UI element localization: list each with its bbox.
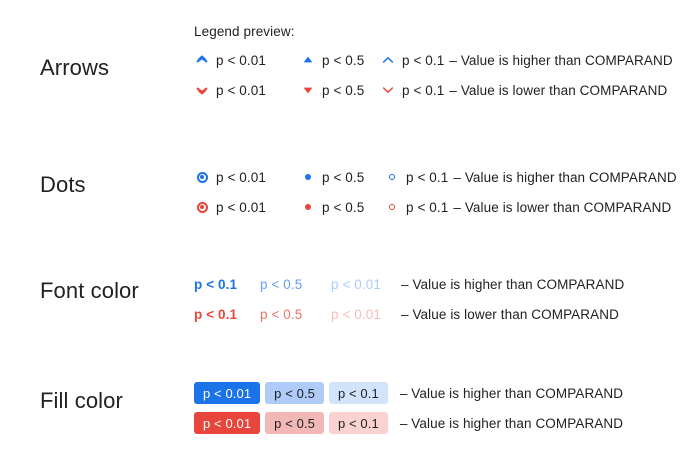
legend-item-label: p < 0.01 [216,169,266,185]
legend-chip-strong-higher[interactable]: p < 0.01 [194,382,261,404]
legend-row-description: – Value is lower than COMPARAND [453,199,672,215]
legend-item-label: p < 0.1 [402,52,445,68]
dot-filled-icon [300,169,316,185]
dots-row-higher: p < 0.01 p < 0.5 p < 0.1 – Value is high… [194,165,677,189]
font-color-row-lower: p < 0.1 p < 0.5 p < 0.01 – Value is lowe… [194,302,624,326]
dot-ring-filled-icon [194,169,210,185]
chevron-down-icon [380,82,396,98]
triangle-up-icon [300,52,316,68]
legend-item-label: p < 0.1 [402,82,445,98]
legend-chip-strong-lower[interactable]: p < 0.01 [194,412,261,434]
arrows-row-higher: p < 0.01 p < 0.5 [194,48,673,72]
legend-item-font-weak-lower[interactable]: p < 0.01 [331,306,381,322]
section-label-font-color: Font color [40,278,139,303]
legend-row-description: – Value is lower than COMPARAND [401,306,619,322]
legend-row-description: – Value is higher than COMPARAND [399,415,624,431]
dot-filled-icon [300,199,316,215]
double-chevron-down-icon [194,82,210,98]
legend-item-dot-strong-lower[interactable]: p < 0.01 [194,199,300,215]
dots-rows: p < 0.01 p < 0.5 p < 0.1 – Value is high… [194,165,677,219]
legend-item-font-mid-higher[interactable]: p < 0.5 [260,276,303,292]
legend-item-font-mid-lower[interactable]: p < 0.5 [260,306,303,322]
arrows-row-lower: p < 0.01 p < 0.5 [194,78,673,102]
legend-item-dot-weak-higher[interactable]: p < 0.1 – Value is higher than COMPARAND [384,169,677,185]
legend-item-label: p < 0.5 [322,199,365,215]
legend-item-dot-strong-higher[interactable]: p < 0.01 [194,169,300,185]
legend-row-description: – Value is higher than COMPARAND [453,169,677,185]
legend-row-description: – Value is higher than COMPARAND [399,385,624,401]
legend-item-arrow-up-weak[interactable]: p < 0.1 – Value is higher than COMPARAND [380,52,673,68]
triangle-down-icon [300,82,316,98]
legend-item-label: p < 0.5 [322,82,365,98]
legend-preview-caption: Legend preview: [194,24,295,39]
legend-item-arrow-down-strong[interactable]: p < 0.01 [194,82,300,98]
legend-chip-weak-higher[interactable]: p < 0.1 [328,382,388,404]
legend-item-dot-mid-higher[interactable]: p < 0.5 [300,169,384,185]
legend-item-font-strong-higher[interactable]: p < 0.1 [194,276,238,292]
legend-item-arrow-down-mid[interactable]: p < 0.5 [300,82,380,98]
legend-item-label: p < 0.01 [216,199,266,215]
fill-color-rows: p < 0.01 p < 0.5 p < 0.1 – Value is high… [194,381,623,435]
legend-chip-mid-higher[interactable]: p < 0.5 [265,382,324,404]
legend-item-font-strong-lower[interactable]: p < 0.1 [194,306,238,322]
arrows-rows: p < 0.01 p < 0.5 [194,48,673,102]
chevron-up-icon [380,52,396,68]
section-label-arrows: Arrows [40,55,110,80]
legend-item-arrow-down-weak[interactable]: p < 0.1 – Value is lower than COMPARAND [380,82,667,98]
legend-item-label: p < 0.01 [216,82,266,98]
legend-item-font-weak-higher[interactable]: p < 0.01 [331,276,381,292]
legend-item-label: p < 0.5 [322,52,365,68]
dots-row-lower: p < 0.01 p < 0.5 p < 0.1 – Value is lowe… [194,195,677,219]
legend-chip-weak-lower[interactable]: p < 0.1 [328,412,388,434]
section-label-fill-color: Fill color [40,388,123,413]
fill-color-row-lower: p < 0.01 p < 0.5 p < 0.1 – Value is high… [194,411,623,435]
legend-item-label: p < 0.5 [322,169,365,185]
font-color-rows: p < 0.1 p < 0.5 p < 0.01 – Value is high… [194,272,624,326]
legend-item-label: p < 0.01 [216,52,266,68]
legend-item-label: p < 0.1 [406,199,449,215]
legend-row-description: – Value is lower than COMPARAND [449,82,668,98]
legend-item-arrow-up-strong[interactable]: p < 0.01 [194,52,300,68]
legend-row-description: – Value is higher than COMPARAND [401,276,625,292]
legend-item-dot-weak-lower[interactable]: p < 0.1 – Value is lower than COMPARAND [384,199,671,215]
dot-hollow-icon [384,169,400,185]
legend-item-arrow-up-mid[interactable]: p < 0.5 [300,52,380,68]
font-color-row-higher: p < 0.1 p < 0.5 p < 0.01 – Value is high… [194,272,624,296]
fill-color-row-higher: p < 0.01 p < 0.5 p < 0.1 – Value is high… [194,381,623,405]
section-label-dots: Dots [40,172,86,197]
legend-item-label: p < 0.1 [406,169,449,185]
legend-item-dot-mid-lower[interactable]: p < 0.5 [300,199,384,215]
dot-hollow-icon [384,199,400,215]
dot-ring-filled-icon [194,199,210,215]
legend-chip-mid-lower[interactable]: p < 0.5 [265,412,324,434]
double-chevron-up-icon [194,52,210,68]
legend-row-description: – Value is higher than COMPARAND [449,52,673,68]
